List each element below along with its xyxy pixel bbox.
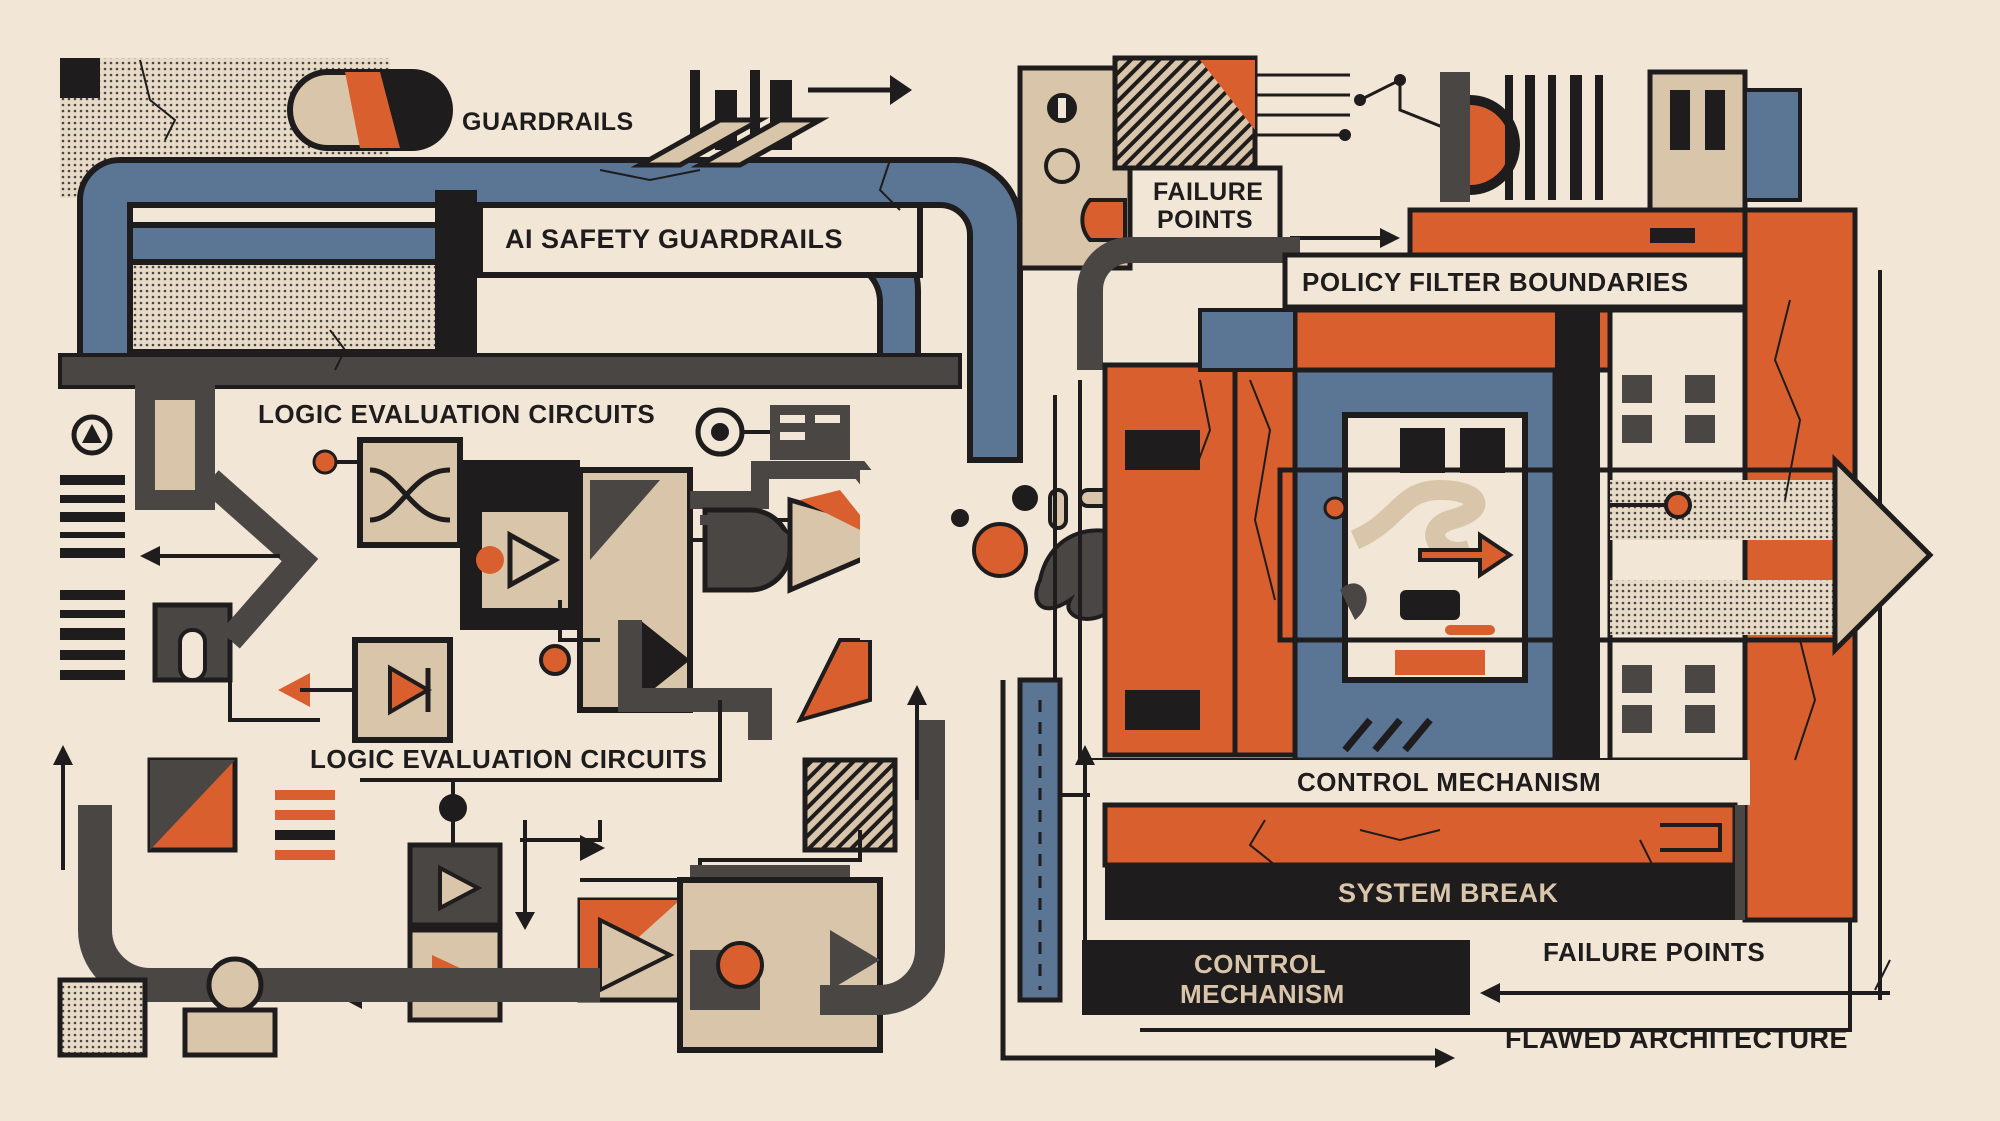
policy-filter-label-box xyxy=(1282,252,1748,310)
barcode-stack xyxy=(60,475,125,680)
dotted-box xyxy=(57,977,148,1058)
right-pipe xyxy=(820,720,945,1015)
guardrail-post xyxy=(435,190,477,355)
label-control-mechanism-right: CONTROL MECHANISM xyxy=(1297,767,1601,797)
label-failure-points-bottom: FAILURE POINTS xyxy=(1543,937,1765,967)
left-arrow-head xyxy=(140,546,160,566)
label-control-mechanism-box-line1: CONTROL xyxy=(1194,949,1326,979)
big-right-arrow xyxy=(1832,453,1934,657)
orange-frame-right xyxy=(1742,207,1858,923)
blue-guardrail-pipe xyxy=(77,157,1023,463)
ai-safety-label-box xyxy=(477,202,923,278)
control-mechanism-label-area xyxy=(1090,760,1750,805)
valve-icon xyxy=(206,956,264,1014)
logic-circuit-block xyxy=(135,380,942,713)
label-flawed-architecture: FLAWED ARCHITECTURE xyxy=(1505,1024,1848,1054)
stair-shapes xyxy=(630,70,830,168)
label-control-mechanism-box-line2: MECHANISM xyxy=(1180,979,1345,1009)
hatched-square xyxy=(802,757,898,853)
orange-triangle-icon xyxy=(278,673,310,707)
label-logic-evaluation-circuits-bottom: LOGIC EVALUATION CIRCUITS xyxy=(310,744,707,774)
up-arrow-left-head xyxy=(53,745,73,765)
guardrail-grate xyxy=(127,259,443,355)
control-mechanism-box xyxy=(1082,940,1470,1015)
label-logic-evaluation-circuits-top: LOGIC EVALUATION CIRCUITS xyxy=(258,399,655,429)
left-guardrail-section xyxy=(53,58,1023,1058)
warning-circle-icon xyxy=(71,414,113,456)
valve-base xyxy=(182,1007,278,1058)
label-failure-points-top-line2: POINTS xyxy=(1157,206,1253,234)
top-arrow-head xyxy=(890,75,912,105)
right-policy-section xyxy=(1000,55,1934,1068)
label-guardrails: GUARDRAILS xyxy=(462,108,634,136)
corner-block xyxy=(60,58,100,98)
capsule-icon xyxy=(287,69,453,151)
label-failure-points-top-line1: FAILURE xyxy=(1153,178,1263,206)
label-ai-safety-guardrails: AI SAFETY GUARDRAILS xyxy=(505,224,843,254)
label-policy-filter-boundaries: POLICY FILTER BOUNDARIES xyxy=(1302,267,1689,297)
system-break-bar xyxy=(1105,865,1735,920)
down-arrow-head xyxy=(515,912,535,930)
label-system-break: SYSTEM BREAK xyxy=(1338,878,1559,908)
text-labels: GUARDRAILS AI SAFETY GUARDRAILS FAILURE … xyxy=(258,108,1848,1054)
warning-triangle-icon xyxy=(82,424,102,443)
up-arrow-mid-head xyxy=(907,685,927,705)
crack-lines xyxy=(139,59,1891,991)
